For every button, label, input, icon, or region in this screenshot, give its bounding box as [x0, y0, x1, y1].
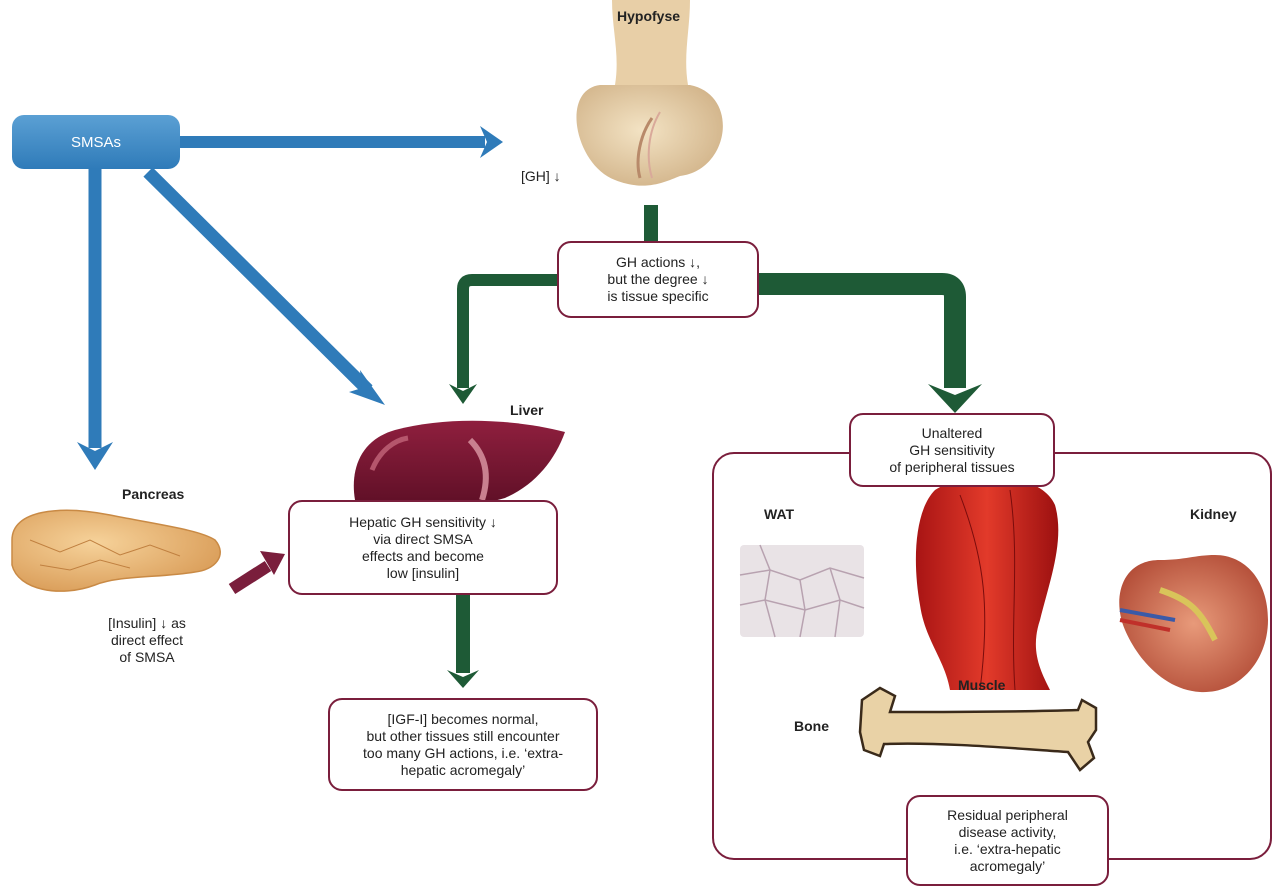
igf-box: [IGF-I] becomes normal, but other tissue…	[328, 698, 598, 791]
residual-activity-box: Residual peripheral disease activity, i.…	[906, 795, 1109, 886]
muscle-label: Muscle	[958, 677, 1005, 694]
smsas-label: SMSAs	[71, 134, 121, 151]
kidney-label: Kidney	[1190, 506, 1237, 523]
insulin-note: [Insulin] ↓ as direct effect of SMSA	[86, 615, 208, 666]
unaltered-sensitivity-text: Unaltered GH sensitivity of peripheral t…	[889, 425, 1014, 476]
gh-level-label: [GH] ↓	[521, 168, 561, 185]
liver-label: Liver	[510, 402, 543, 419]
igf-text: [IGF-I] becomes normal, but other tissue…	[363, 711, 563, 779]
hypofyse-label: Hypofyse	[617, 8, 680, 25]
gh-actions-text: GH actions ↓, but the degree ↓ is tissue…	[607, 254, 708, 305]
gh-actions-box: GH actions ↓, but the degree ↓ is tissue…	[557, 241, 759, 318]
pancreas-image	[12, 510, 220, 591]
unaltered-sensitivity-box: Unaltered GH sensitivity of peripheral t…	[849, 413, 1055, 487]
bone-label: Bone	[794, 718, 829, 735]
liver-image	[354, 421, 565, 507]
hepatic-sensitivity-box: Hepatic GH sensitivity ↓ via direct SMSA…	[288, 500, 558, 595]
hypophysis-image	[576, 0, 722, 186]
pancreas-label: Pancreas	[122, 486, 184, 503]
residual-activity-text: Residual peripheral disease activity, i.…	[947, 807, 1068, 875]
maroon-arrow	[232, 551, 285, 589]
blue-arrows	[77, 126, 503, 470]
wat-label: WAT	[764, 506, 794, 523]
smsas-box: SMSAs	[12, 115, 180, 169]
hepatic-sensitivity-text: Hepatic GH sensitivity ↓ via direct SMSA…	[349, 514, 497, 582]
